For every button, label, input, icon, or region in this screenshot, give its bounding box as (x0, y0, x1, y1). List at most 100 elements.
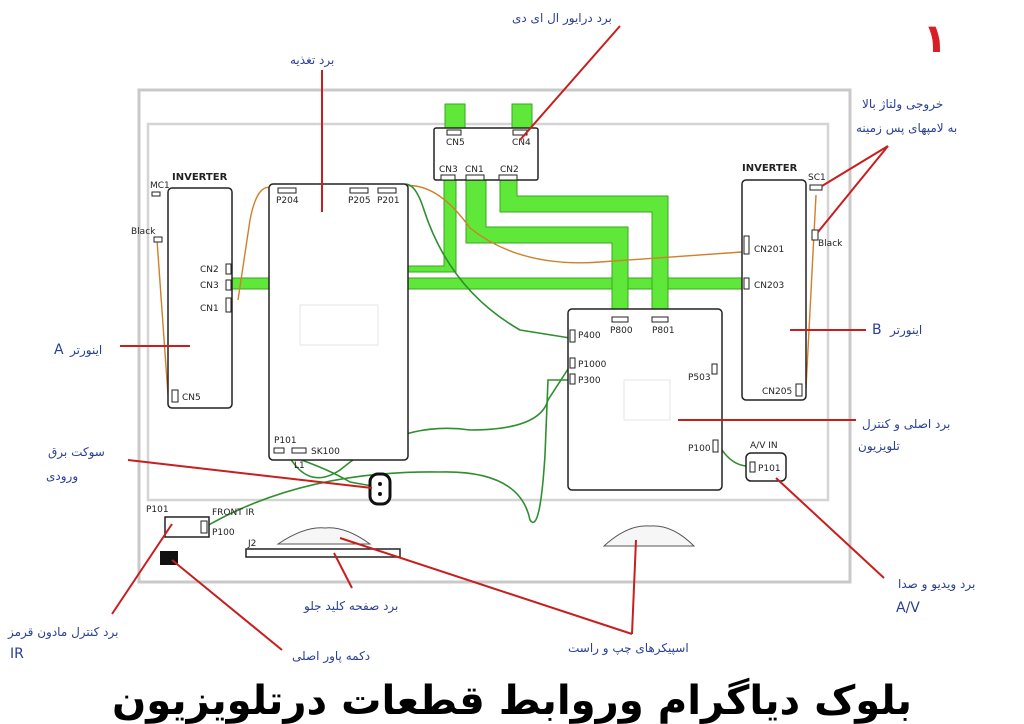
port-p100-main: P100 (688, 444, 711, 454)
wiring (156, 183, 817, 531)
connector-sk100 (291, 447, 307, 454)
av-in-outline (745, 452, 787, 482)
page-title: بلوک دیاگرام وروابط قطعات درتلویزیون (112, 677, 912, 724)
label-inverter-b: اینورتر (889, 323, 922, 338)
port-p400: P400 (578, 331, 601, 341)
port-cn5-driver: CN5 (446, 138, 465, 148)
connector-sc1 (809, 184, 823, 191)
label-socket-2: ورودی (46, 469, 78, 484)
connector-front-ir (200, 520, 208, 534)
port-av-p101: P101 (758, 464, 781, 474)
port-cn1-left: CN1 (200, 304, 219, 314)
connector-p201 (377, 187, 397, 194)
main-board-label-box (623, 379, 671, 421)
wire-p201-to-p400 (395, 183, 571, 339)
port-cn2-driver: CN2 (500, 165, 519, 175)
label-lcd-driver: برد درایور ال ای دی (512, 11, 612, 26)
callout-line-av (775, 477, 885, 579)
callout-line-speaker-right (631, 539, 637, 635)
label-ir-en: IR (10, 646, 24, 662)
label-main-board-2: تلویزیون (858, 439, 900, 454)
front-ir-title: FRONT IR (212, 508, 255, 518)
connector-p801 (651, 316, 669, 323)
wire-p201-to-cn201 (389, 184, 743, 264)
wire-sk100-to-p1000 (289, 365, 571, 479)
av-in-title: A/V IN (750, 441, 778, 451)
front-ir-p101: P101 (146, 505, 169, 515)
label-lamp-out-2: به لامپهای پس زمینه (856, 121, 957, 136)
connector-cn5-left (171, 389, 179, 403)
connector-p503 (711, 363, 718, 375)
port-black-left: Black (131, 227, 156, 237)
callout-line-socket (127, 459, 373, 489)
connector-p100-main (712, 439, 719, 453)
callout-line-lcd-driver (519, 25, 621, 141)
port-p1000: P1000 (578, 360, 607, 370)
port-cn5-left: CN5 (182, 393, 201, 403)
callout-line-speaker-left (339, 537, 633, 635)
callout-line-lamp-1 (821, 145, 889, 187)
label-av-en: A/V (896, 600, 920, 616)
port-cn203: CN203 (754, 281, 784, 291)
chassis-inner (146, 122, 830, 502)
callout-line-power-button (171, 559, 283, 651)
lamp-wire-left (156, 239, 169, 396)
connector-cn5-driver (446, 129, 462, 136)
inverter-right-title: INVERTER (742, 163, 798, 174)
port-p101-power: P101 (274, 436, 297, 446)
lamp-wire-right (805, 194, 817, 389)
port-cn4-driver: CN4 (512, 138, 531, 148)
connector-cn1-driver (465, 174, 485, 181)
lcd-driver-board: CN5 CN4 CN3 CN1 CN2 (433, 127, 539, 181)
port-p503: P503 (688, 373, 711, 383)
label-main-board-1: برد اصلی و کنترل (862, 417, 950, 432)
connector-black-right (811, 229, 819, 241)
ribbon-cn2-to-p801 (499, 176, 669, 313)
callout-line-lamp-2 (817, 145, 889, 233)
keypad-outline (245, 548, 401, 558)
port-p204: P204 (276, 196, 299, 206)
port-cn3-driver: CN3 (439, 165, 458, 175)
keypad-j2: J2 (247, 539, 256, 549)
label-speakers: اسپیکرهای چپ و راست (568, 641, 689, 656)
page-number: ۱ (923, 16, 947, 62)
power-socket (368, 472, 392, 506)
port-p800: P800 (610, 326, 633, 336)
power-board: P204 P205 P201 P101 SK100 L1 (268, 183, 409, 471)
connector-cn203 (743, 277, 750, 290)
connector-cn3-driver (440, 174, 456, 181)
callout-line-keypad (333, 552, 353, 589)
port-p201: P201 (377, 196, 400, 206)
port-p801: P801 (652, 326, 675, 336)
label-keypad: برد صفحه کلید جلو (303, 599, 398, 614)
socket-pin-bottom (378, 492, 382, 496)
connector-p300 (569, 373, 576, 385)
av-in-board: A/V IN P101 (745, 441, 787, 482)
lcd-driver-outline (433, 127, 539, 181)
port-cn201: CN201 (754, 245, 784, 255)
port-p205: P205 (348, 196, 371, 206)
label-inverter-b-en: B (872, 322, 882, 338)
connector-cn1-left (225, 297, 232, 313)
socket-body (368, 472, 392, 506)
power-board-label-box (299, 304, 379, 346)
wire-p100-to-av (719, 446, 749, 467)
callout-line-ir (111, 523, 173, 615)
label-power-board: برد تغذیه (290, 53, 334, 68)
front-ir-outline (164, 516, 210, 538)
port-cn3-left: CN3 (200, 281, 219, 291)
inverter-right: INVERTER SC1 CN201 Black CN203 CN205 (741, 163, 843, 401)
connector-p204 (277, 187, 297, 194)
label-ir: برد کنترل مادون قرمز (7, 625, 118, 640)
label-inverter-a-en: A (54, 342, 64, 358)
callout-lines (111, 25, 889, 651)
label-av: برد ویدیو و صدا (898, 577, 975, 592)
socket-pin-top (378, 482, 382, 486)
port-black-right: Black (818, 239, 843, 249)
port-p300: P300 (578, 376, 601, 386)
chassis-outer (137, 88, 852, 584)
port-cn1-driver: CN1 (465, 165, 484, 175)
connector-cn2-driver (498, 174, 518, 181)
connector-black-left (153, 236, 163, 243)
